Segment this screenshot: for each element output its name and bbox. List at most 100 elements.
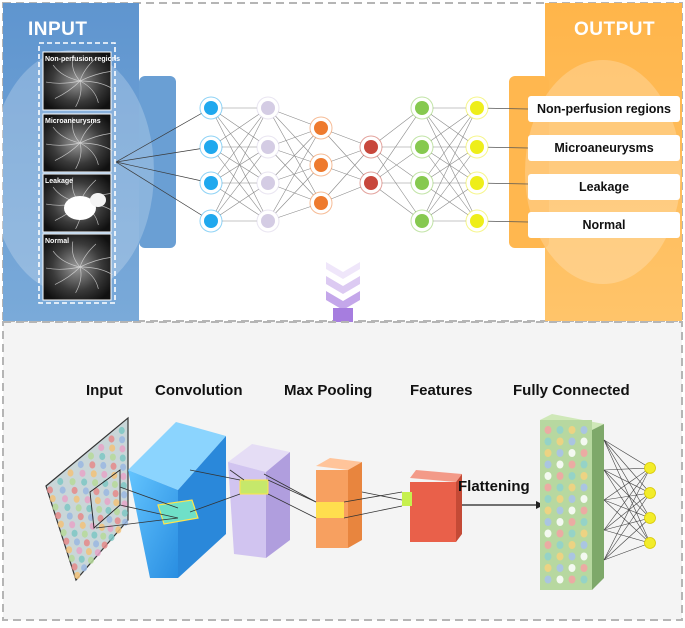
layer-connection — [361, 491, 403, 501]
output-panel — [545, 3, 682, 321]
output-label-microaneurysms: Microaneurysms — [528, 135, 680, 161]
output-label-leakage: Leakage — [528, 174, 680, 200]
cnn-pipeline — [45, 414, 656, 590]
fc-connection — [603, 517, 651, 561]
retina-thumbnail — [42, 113, 113, 173]
network-node — [261, 176, 275, 190]
network-node — [415, 101, 429, 115]
network-node — [470, 140, 484, 154]
fc-connection — [603, 492, 651, 561]
layer-connection — [119, 486, 179, 509]
fc-connection — [603, 499, 651, 544]
layer-connection — [343, 505, 403, 519]
input-connection — [115, 161, 212, 184]
layer-connection — [263, 473, 317, 503]
output-label-normal: Normal — [528, 212, 680, 238]
network-node — [204, 101, 218, 115]
input-connection — [115, 107, 212, 163]
input-title: INPUT — [28, 19, 88, 40]
network-connection — [320, 146, 372, 204]
network-node — [261, 101, 275, 115]
stage-label-fully-connected: Fully Connected — [513, 382, 630, 399]
fc-output-node — [644, 487, 656, 499]
fc-connection — [603, 499, 651, 519]
network-node — [314, 121, 328, 135]
layer-connection — [119, 504, 179, 519]
input-connection — [115, 161, 212, 222]
network-connection — [320, 127, 372, 184]
thumbnail-label-leakage: Leakage — [45, 178, 74, 185]
layer-connection — [267, 479, 317, 503]
layer-connection — [343, 491, 403, 503]
input-connection — [115, 146, 212, 163]
network-connection — [370, 146, 423, 222]
fc-connection — [603, 529, 651, 544]
pooling-block — [228, 444, 290, 558]
layer-connection — [189, 469, 241, 481]
stage-label-features: Features — [410, 382, 473, 399]
fc-output-node — [644, 512, 656, 524]
input-panel-tab — [139, 76, 176, 248]
thumbnail-label-nonperfusion: Non-perfusion regions — [45, 56, 121, 63]
retina-thumbnail — [42, 51, 113, 111]
network-connection — [210, 146, 269, 222]
fc-connection — [603, 439, 651, 519]
network-node — [470, 101, 484, 115]
feature-window — [316, 502, 344, 518]
network-node — [314, 158, 328, 172]
convolution-block — [128, 422, 226, 578]
fc-connection — [603, 492, 651, 531]
network-node — [470, 176, 484, 190]
retina-thumbnail — [42, 173, 113, 233]
output-title: OUTPUT — [574, 19, 656, 40]
fc-connection — [603, 542, 651, 561]
pool-window — [239, 479, 269, 495]
network-connection — [210, 107, 269, 222]
fc-connection — [603, 469, 651, 519]
network-node — [261, 214, 275, 228]
network-node — [470, 214, 484, 228]
network-connection — [421, 107, 478, 222]
thumbnail-group — [42, 51, 113, 301]
fc-connection — [603, 469, 651, 494]
fc-connection — [603, 439, 651, 469]
network-connection — [210, 107, 269, 148]
network-node — [415, 140, 429, 154]
fc-output-node — [644, 537, 656, 549]
network-connection — [370, 107, 423, 184]
stage-label-input: Input — [86, 382, 123, 399]
network-node — [314, 196, 328, 210]
output-label-nonperfusion: Non-perfusion regions — [528, 96, 680, 122]
fc-connection — [603, 517, 651, 531]
fc-connection — [603, 469, 651, 544]
network-connection — [267, 127, 322, 222]
network-node — [415, 176, 429, 190]
layer-connection — [267, 493, 317, 519]
network-connection — [210, 107, 269, 184]
flattening-label: Flattening — [458, 478, 530, 495]
neural-network — [115, 96, 529, 233]
fc-connection — [603, 467, 651, 501]
stage-label-max-pooling: Max Pooling — [284, 382, 373, 399]
network-connection — [421, 107, 478, 184]
layer-connection — [229, 469, 245, 481]
layer-connection — [189, 493, 241, 513]
feature-patch — [402, 492, 412, 506]
fc-connection — [603, 439, 651, 544]
fc-connection — [603, 467, 651, 561]
network-connection — [421, 146, 478, 222]
fc-connection — [603, 492, 651, 501]
thumbnail-label-microaneurysms: Microaneurysms — [45, 118, 101, 125]
network-node — [415, 214, 429, 228]
thumbnail-label-normal: Normal — [45, 238, 70, 245]
input-image-plane — [45, 416, 129, 582]
fc-connection — [603, 467, 651, 471]
fc-output-node — [644, 462, 656, 474]
network-connection — [267, 164, 322, 222]
retina-thumbnail — [42, 233, 113, 301]
output-halo — [525, 60, 681, 284]
network-node — [204, 140, 218, 154]
stage-label-convolution: Convolution — [155, 382, 243, 399]
